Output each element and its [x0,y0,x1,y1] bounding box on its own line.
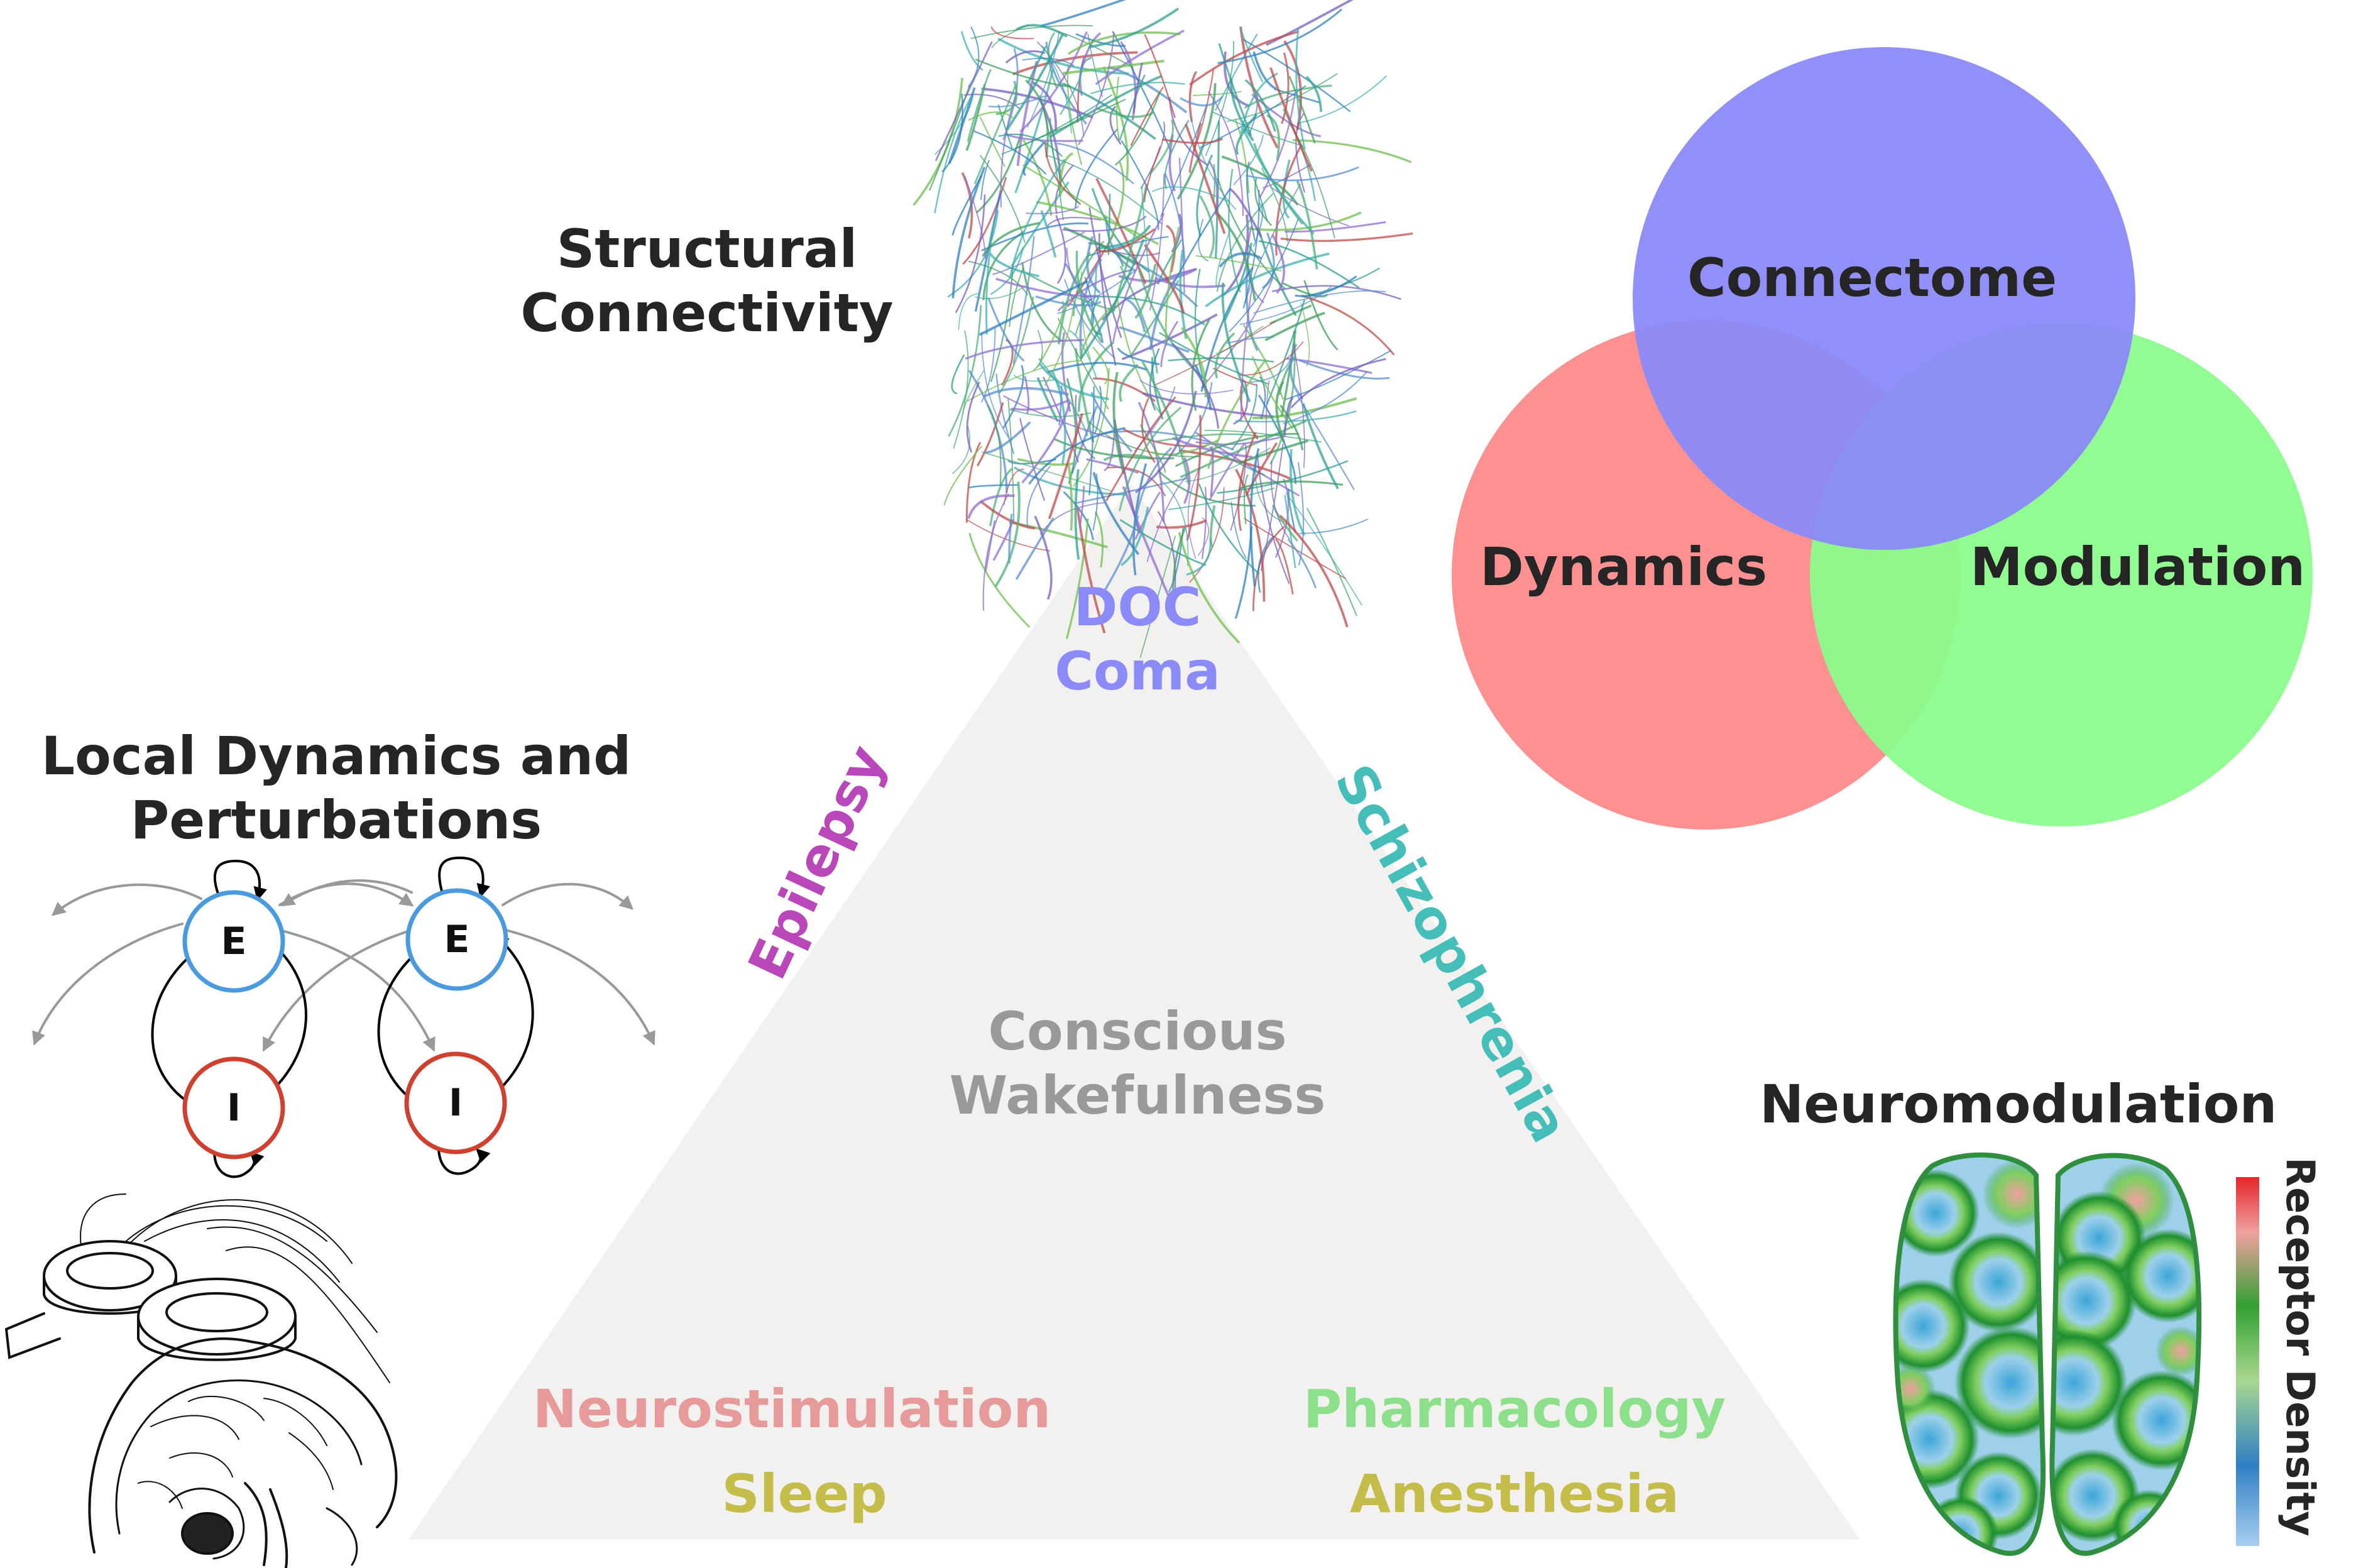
ei-circuit-diagram [32,856,655,1178]
tractography-brain-image [912,0,1413,658]
triangle-center-label: Conscious Wakefulness [918,999,1357,1127]
inhibitory-node-2 [404,1051,507,1154]
e-node-1-label: E [221,919,247,963]
e-node-2-label: E [444,918,470,962]
excitatory-node-1 [182,890,285,993]
i-node-2-label: I [448,1081,463,1125]
triangle-top-label: DOC Coma [980,575,1295,703]
venn-label-dynamics: Dynamics [1480,536,1768,598]
structural-title-line1: Structural [556,218,858,280]
local-dynamics-title: Local Dynamics and Perturbations [19,724,654,852]
venn-diagram [1452,47,2313,830]
structural-title-line2: Connectivity [520,282,894,344]
local-dynamics-title-line2: Perturbations [130,789,542,851]
excitatory-node-2 [405,888,508,991]
local-dynamics-title-line1: Local Dynamics and [41,725,632,787]
wakefulness-label: Wakefulness [949,1065,1326,1126]
anesthesia-label: Anesthesia [1349,1463,1680,1525]
inhibitory-node-1 [182,1056,285,1160]
venn-label-connectome: Connectome [1687,247,2057,309]
pharmacology-label: Pharmacology [1303,1378,1726,1440]
conscious-label: Conscious [988,1001,1287,1062]
structural-connectivity-title: Structural Connectivity [500,217,914,345]
neurostimulation-label: Neurostimulation [532,1378,1051,1440]
doc-label: DOC [1073,576,1202,638]
venn-circle-connectome [1633,47,2135,550]
sleep-label: Sleep [721,1463,887,1525]
neuromodulation-title: Neuromodulation [1760,1073,2277,1135]
consciousness-triangle [408,484,1860,1540]
receptor-density-brain-map [1893,1152,2202,1556]
colorbar-label: Receptor Density [2277,1157,2323,1537]
receptor-density-colorbar [2236,1177,2259,1546]
tms-head-illustration [4,1193,398,1568]
venn-label-modulation: Modulation [1970,536,2306,598]
i-node-1-label: I [226,1086,241,1130]
coma-label: Coma [1055,640,1220,702]
